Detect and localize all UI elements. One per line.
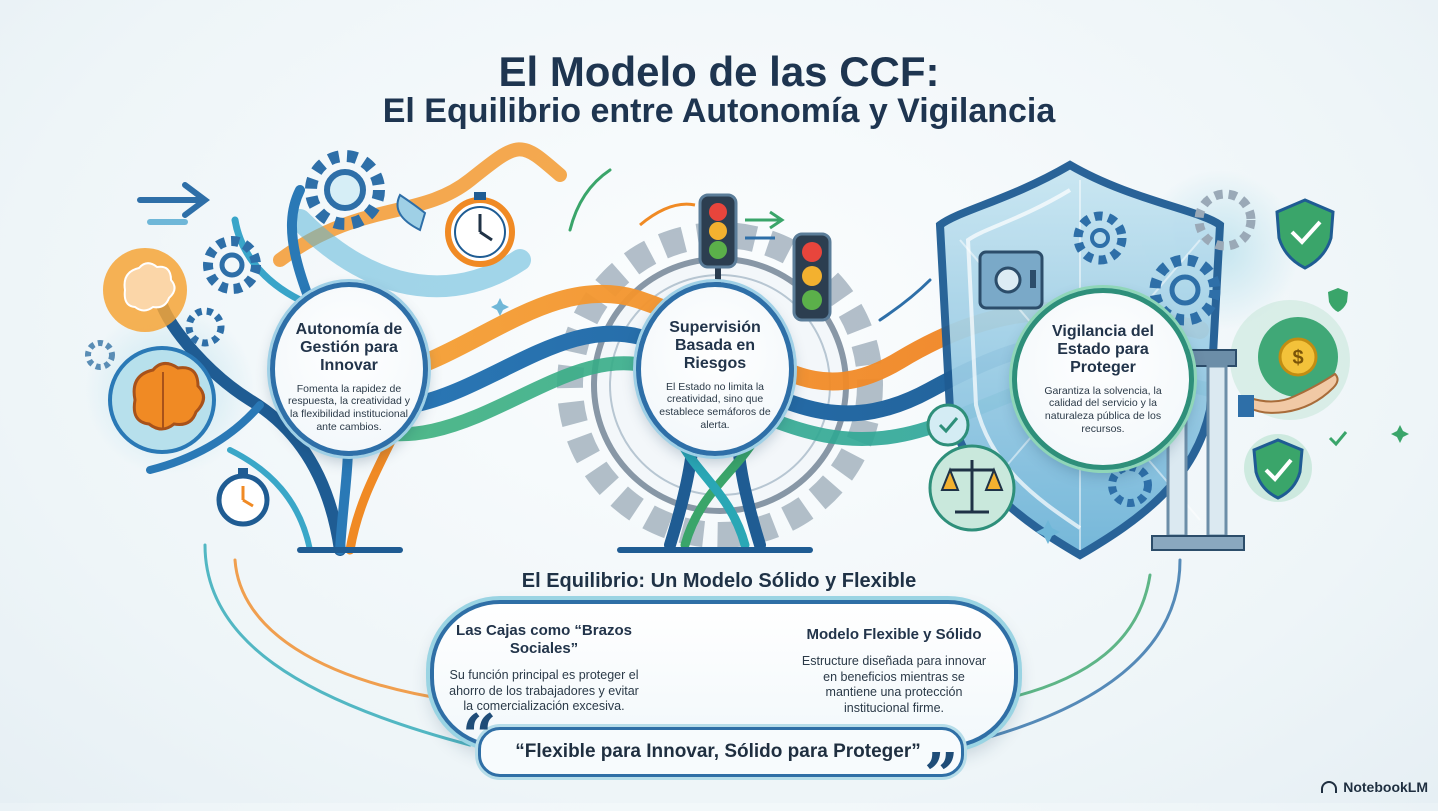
scale-icon [928,444,1016,532]
section-title: Supervisión Basada en Riesgos [669,319,761,372]
gear-icon-shield [1073,189,1256,507]
balance-left-title: Las Cajas como “Brazos Sociales” [456,622,632,657]
section-description: Fomenta la rapidez de respuesta, la crea… [288,382,410,433]
page-subtitle: El Equilibrio entre Autonomía y Vigilanc… [382,92,1056,130]
section-title: Vigilancia del Estado para Proteger [1052,323,1154,376]
stopwatch-icon-small [216,468,270,527]
connector-lines [203,168,1182,747]
brand-logo: NotebookLM [1321,779,1428,795]
arrow-icon [137,182,210,225]
close-quote-icon: ” [924,741,959,811]
balance-right: Modelo Flexible y Sólido Estructure dise… [798,626,990,717]
traffic-light-icon-2 [792,232,832,322]
section-title: Autonomía de Gestión para Innovar [295,321,403,374]
coin-hand-icon: $ [1238,317,1339,417]
safe-icon [978,250,1044,310]
sparkle-icons [491,298,1409,544]
stopwatch-icon [396,192,515,267]
svg-text:$: $ [1292,347,1303,369]
page-title: El Modelo de las CCF: [498,48,940,95]
shield-check-icon [1275,198,1335,270]
balance-left: Las Cajas como “Brazos Sociales” Su func… [448,622,640,715]
section-description: El Estado no limita la creatividad, sino… [659,380,771,431]
check-gear-icon [926,403,970,447]
quote-text: “Flexible para Innovar, Sólido para Prot… [515,741,921,762]
quote-box [478,727,964,777]
brain-icon-orange [103,248,187,332]
section-autonomia: Autonomía de Gestión para Innovar Foment… [270,282,428,456]
shield-check-icon-2 [1244,434,1312,502]
arrows-to-light [639,202,785,240]
open-quote-icon: “ [462,702,497,772]
section-description: Garantiza la solvencia, la calidad del s… [1044,384,1162,435]
brand-name: NotebookLM [1343,779,1428,795]
balance-right-title: Modelo Flexible y Sólido [806,626,982,643]
brain-icon [108,346,216,454]
balance-right-description: Estructure diseñada para innovar en bene… [801,654,987,715]
section-vigilancia: Vigilancia del Estado para Proteger Gara… [1012,288,1194,470]
notebooklm-icon [1321,781,1338,793]
gear-icon [85,150,385,370]
balance-heading: El Equilibrio: Un Modelo Sólido y Flexib… [521,570,917,592]
section-supervision: Supervisión Basada en Riesgos El Estado … [636,282,794,456]
shield-small-icon [1328,288,1348,447]
balance-left-description: Su función principal es proteger el ahor… [449,668,639,714]
